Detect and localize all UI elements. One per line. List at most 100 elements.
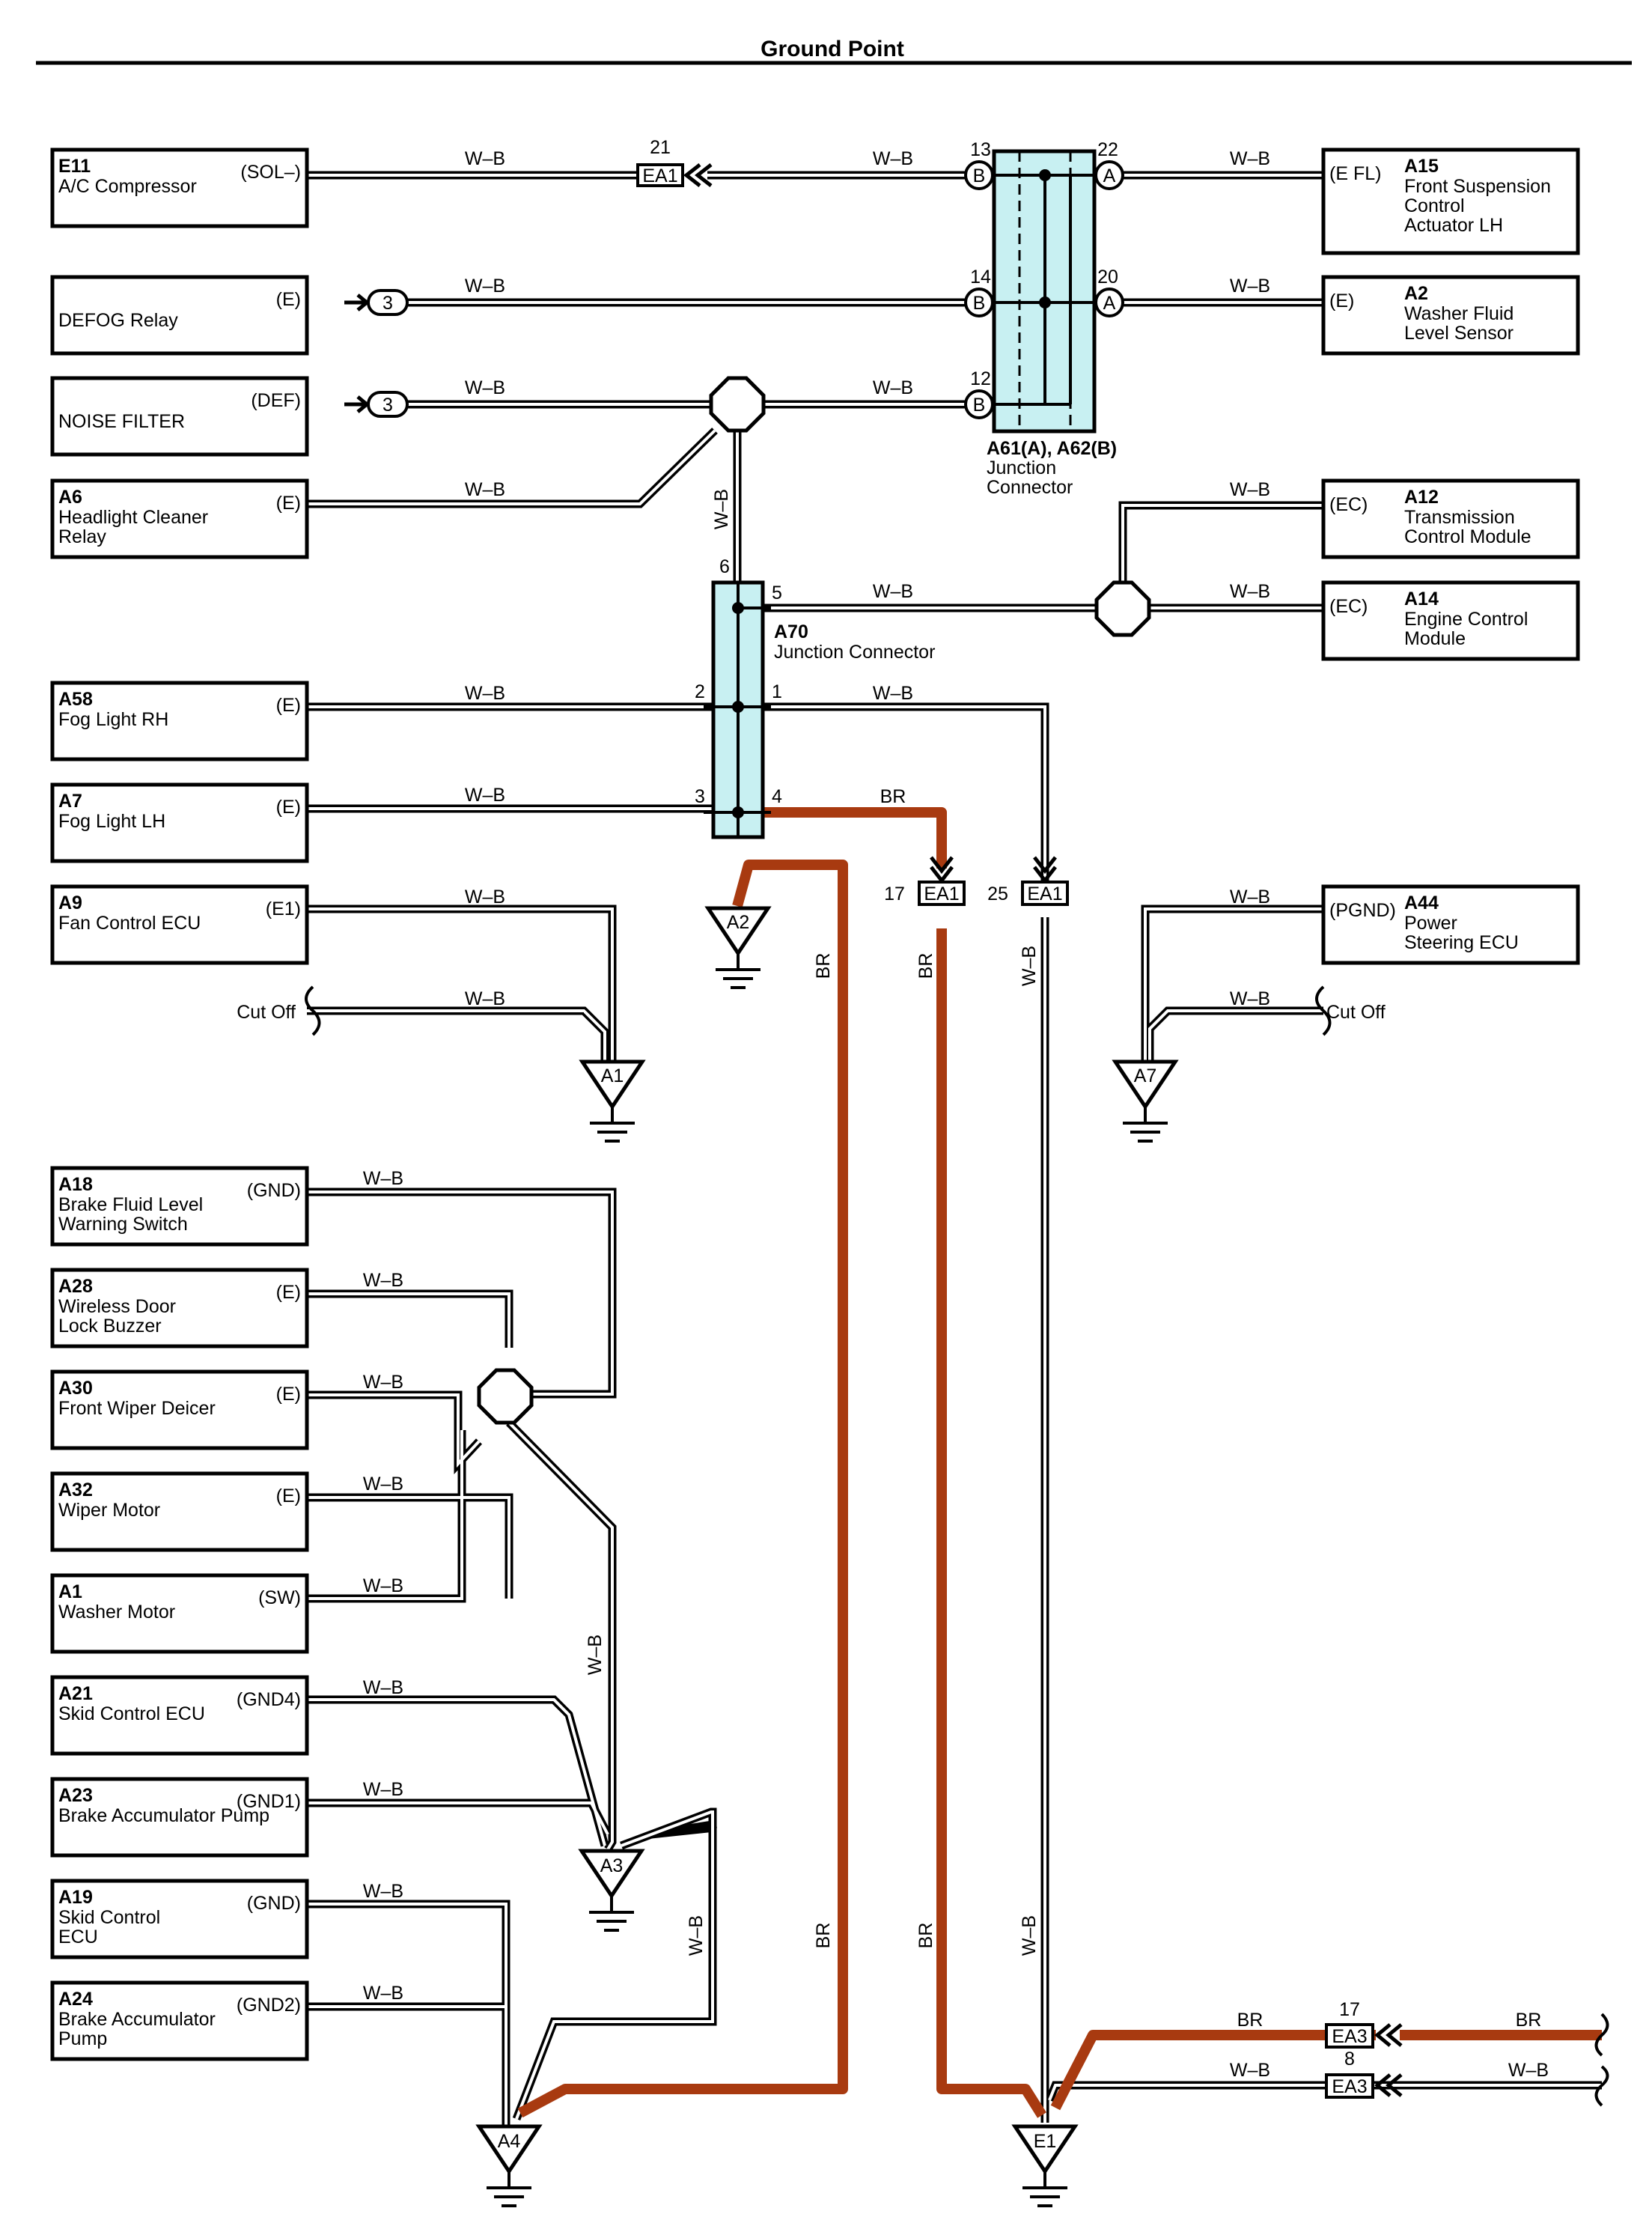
component-pin: (E) — [276, 797, 301, 818]
wire-label: W–B — [363, 1779, 403, 1800]
component-name: Fog Light LH — [58, 811, 165, 832]
wire-label: W–B — [465, 785, 505, 806]
component-name: Washer Fluid — [1404, 303, 1514, 324]
pin-letter-b: B — [973, 395, 986, 416]
component-box — [50, 681, 309, 761]
component-pin: (E) — [276, 695, 301, 716]
component-noise: (DEF) NOISE FILTER — [50, 376, 309, 457]
pin-letter-b: B — [973, 165, 986, 186]
ground-label: A4 — [498, 2131, 521, 2152]
component-name: Module — [1404, 628, 1466, 649]
component-name: NOISE FILTER — [58, 411, 185, 432]
pin-number: 3 — [695, 786, 705, 807]
component-code: A2 — [1404, 283, 1428, 304]
pin-letter-b: B — [973, 293, 986, 314]
wire-label: W–B — [465, 887, 505, 907]
wire-label: W–B — [465, 683, 505, 704]
wire-label: W–B — [1019, 946, 1040, 986]
component-pin: (DEF) — [251, 390, 301, 411]
component-box — [50, 1777, 309, 1858]
component-pin: (E FL) — [1329, 163, 1381, 184]
pin-number: 21 — [650, 137, 671, 158]
component-code: A1 — [58, 1581, 82, 1602]
pin-letter-a: A — [1103, 293, 1116, 314]
component-name: Power — [1404, 913, 1457, 934]
ground-a1: A1 — [582, 1062, 642, 1141]
component-pin: (E) — [276, 1282, 301, 1303]
cut-off-marks: Cut Off Cut Off — [237, 985, 1386, 1036]
pin-number: 20 — [1097, 267, 1118, 288]
ground-a7: A7 — [1115, 1062, 1175, 1141]
component-box — [1321, 148, 1580, 255]
wire-label: W–B — [585, 1635, 606, 1675]
component-pin: (E) — [1329, 291, 1354, 311]
wire-label: W–B — [1508, 2060, 1549, 2081]
wb-wires — [307, 171, 1372, 2126]
wire-label: W–B — [873, 148, 913, 169]
component-name: Skid Control ECU — [58, 1703, 205, 1724]
ground-label: A3 — [600, 1855, 624, 1876]
component-code: A21 — [58, 1683, 93, 1704]
component-code: A6 — [58, 487, 82, 508]
component-defog: (E)DEFOG Relay — [50, 275, 309, 356]
wire-labels: W–B W–B W–B W–B W–B W–B W–B W–B W–B W–B … — [363, 148, 1549, 2081]
pin-number: 6 — [719, 556, 730, 577]
wire-label: W–B — [465, 276, 505, 297]
component-box — [50, 1268, 309, 1348]
connector-ea1: EA1 — [1027, 884, 1062, 904]
component-pin: (EC) — [1329, 494, 1368, 515]
splice-points — [477, 376, 1151, 1425]
wire-label: W–B — [363, 1168, 403, 1189]
component-pin: (GND1) — [237, 1791, 301, 1812]
wire-label: BR — [813, 1923, 834, 1949]
component-box — [50, 782, 309, 863]
component-pin: (SW) — [258, 1587, 301, 1608]
ground-a3: A3 — [582, 1851, 641, 1930]
pin-number: 4 — [772, 786, 782, 807]
wire-label: BR — [1237, 2010, 1264, 2031]
junction-a61-label: A61(A), A62(B) — [987, 438, 1117, 459]
component-code: A19 — [58, 1887, 93, 1908]
component-name: ECU — [58, 1927, 98, 1947]
wire-label: W–B — [1230, 276, 1270, 297]
wire-label: W–B — [873, 377, 913, 398]
wire-label: BR — [915, 953, 936, 979]
junction-a70-code: A70 — [774, 621, 808, 642]
component-name: Brake Accumulator Pump — [58, 1805, 269, 1826]
component-name: Warning Switch — [58, 1214, 188, 1235]
component-pin: (PGND) — [1329, 900, 1396, 921]
component-code: E11 — [58, 156, 91, 177]
component-code: A30 — [58, 1378, 93, 1399]
pin-number: 8 — [1344, 2049, 1355, 2070]
connector-ea1: EA1 — [924, 884, 959, 904]
component-name: Steering ECU — [1404, 932, 1519, 953]
junction-a61-label: Junction — [987, 457, 1056, 478]
component-pin: (E1) — [266, 898, 301, 919]
pin-number: 17 — [1339, 1999, 1360, 2020]
component-name: Headlight Cleaner — [58, 507, 208, 528]
ground-label: A2 — [727, 912, 750, 933]
component-box — [1321, 275, 1580, 356]
ground-a4: A4 — [479, 2126, 539, 2206]
component-code: A23 — [58, 1785, 93, 1806]
component-pin: (GND2) — [237, 1995, 301, 2016]
component-pin: (E) — [276, 289, 301, 310]
pin-number: 13 — [970, 139, 991, 160]
component-box — [50, 1471, 309, 1552]
wire-label: W–B — [1230, 2060, 1270, 2081]
wire-label: W–B — [363, 1677, 403, 1698]
component-code: A58 — [58, 689, 93, 710]
component-name: Front Wiper Deicer — [58, 1398, 216, 1419]
wire-label: W–B — [363, 1474, 403, 1494]
wire-label: W–B — [873, 683, 913, 704]
inline-connectors: EA1 21 3 3 EA1 17 EA1 25 EA3 17 EA3 8 — [344, 137, 1609, 2107]
wire-label: W–B — [1230, 148, 1270, 169]
